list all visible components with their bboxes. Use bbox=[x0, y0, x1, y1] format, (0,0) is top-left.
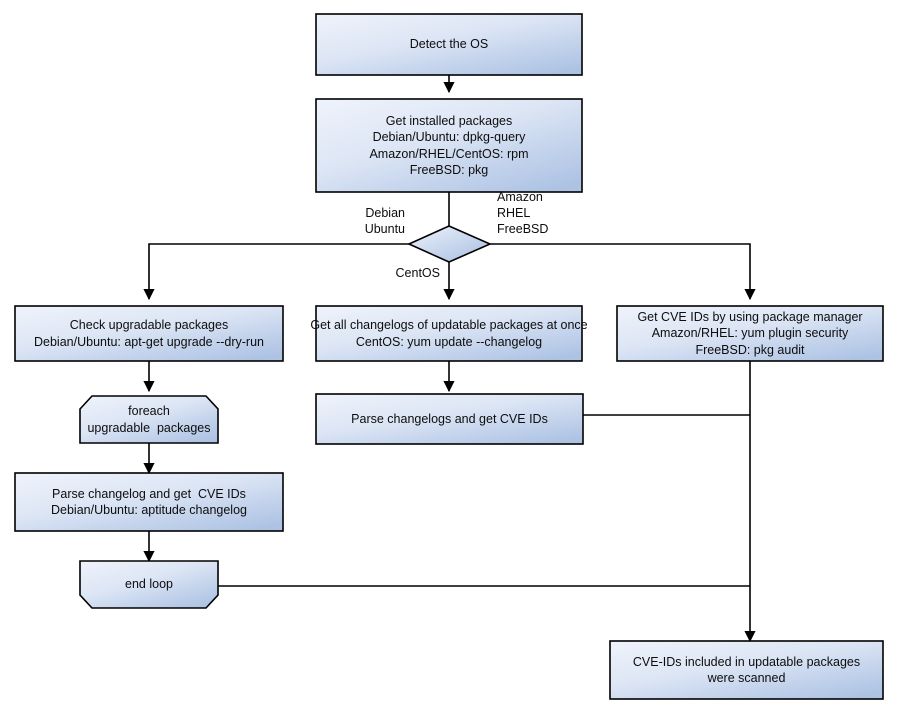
edge-label-centos: CentOS bbox=[395, 266, 440, 280]
shape-get-all-changelogs[interactable] bbox=[315, 305, 583, 362]
shape-result[interactable] bbox=[609, 640, 884, 700]
node-label-foreach-loop: foreach upgradable packages bbox=[87, 404, 211, 435]
shape-get-installed[interactable] bbox=[315, 98, 583, 193]
edge-decision-to-check-upgradable bbox=[143, 243, 409, 301]
edge-label-debian-ubuntu: Debian Ubuntu bbox=[364, 206, 405, 236]
shape-os-decision[interactable] bbox=[407, 225, 492, 263]
node-label-detect-os: Detect the OS bbox=[409, 37, 489, 52]
shape-detect-os[interactable] bbox=[315, 13, 583, 76]
shape-foreach-loop[interactable] bbox=[79, 395, 219, 444]
node-label-parse-changelogs-centos: Parse changelogs and get CVE IDs bbox=[351, 411, 548, 426]
shape-parse-changelog-debian[interactable] bbox=[14, 472, 284, 532]
shape-check-upgradable[interactable] bbox=[14, 305, 284, 362]
edge-decision-to-cve-pkgmgr bbox=[490, 243, 756, 301]
node-label-check-upgradable: Check upgradable packages Debian/Ubuntu:… bbox=[34, 318, 264, 349]
shape-parse-changelogs-centos[interactable] bbox=[315, 393, 584, 445]
shape-end-loop[interactable] bbox=[79, 560, 219, 609]
shape-get-cve-pkgmgr[interactable] bbox=[616, 305, 884, 362]
node-label-get-all-changelogs: Get all changelogs of updatable packages… bbox=[310, 318, 588, 349]
node-label-parse-changelog-debian: Parse changelog and get CVE IDs Debian/U… bbox=[51, 486, 247, 518]
node-label-get-cve-pkgmgr: Get CVE IDs by using package manager Ama… bbox=[637, 309, 863, 357]
node-label-result: CVE-IDs included in updatable packages w… bbox=[632, 654, 861, 686]
node-label-end-loop: end loop bbox=[125, 577, 173, 592]
edge-label-amazon-rhel-freebsd: Amazon RHEL FreeBSD bbox=[497, 190, 549, 236]
node-label-get-installed: Get installed packages Debian/Ubuntu: dp… bbox=[369, 113, 529, 178]
